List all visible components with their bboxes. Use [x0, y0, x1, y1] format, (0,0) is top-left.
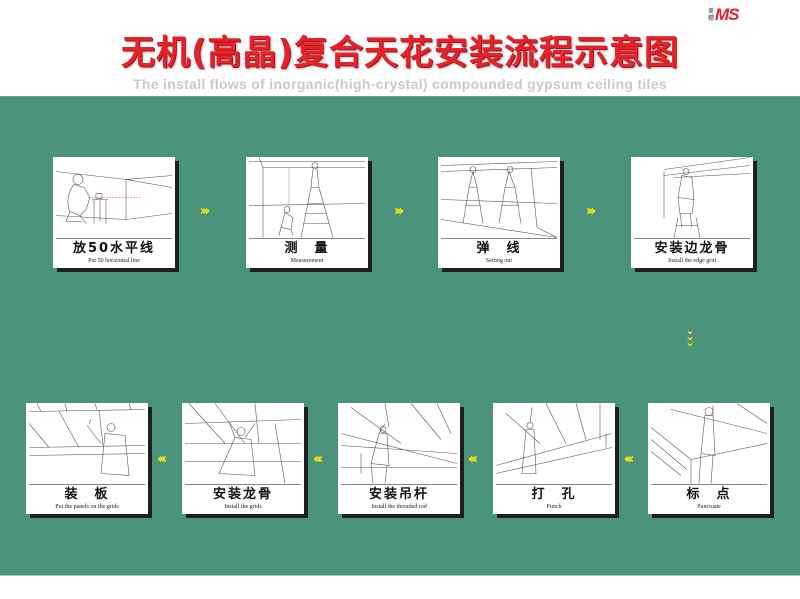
- arrow-left-icon: ‹‹‹: [157, 452, 167, 467]
- page-subtitle: The install flows of inorganic(high-crys…: [133, 76, 667, 92]
- logo-char-1: 美: [708, 8, 715, 15]
- logo-mark: MS: [715, 5, 739, 24]
- step-title-en: Put 50 horizontal line: [88, 258, 140, 264]
- worker-drilling-ceiling-icon: [496, 403, 612, 485]
- step-title-cn: 安装边龙骨: [654, 241, 730, 256]
- workers-chalk-line-ladders-icon: [441, 157, 557, 239]
- step-title-en: Install the threaded rod: [371, 504, 427, 510]
- arrow-left-icon: ‹‹‹: [313, 452, 323, 467]
- step-title-en: Setting out: [485, 258, 513, 264]
- worker-installing-grid-icon: [185, 403, 301, 485]
- arrow-down-chevron-2: ⌄: [685, 330, 695, 343]
- logo-char-2: 穗: [708, 15, 715, 22]
- brand-logo: 美 穗 MS: [708, 6, 739, 24]
- step-title-cn: 放50水平线: [72, 241, 156, 256]
- arrow-down-icon: ⌄ ⌄ ⌄: [683, 324, 697, 349]
- step-title-cn: 安装龙骨: [212, 487, 273, 502]
- workers-measuring-ladder-icon: [249, 157, 365, 239]
- arrow-right-icon: ›››: [586, 204, 596, 219]
- step-card-9: 装 板 Put the panels on the grids: [26, 403, 148, 514]
- arrow-left-icon: ‹‹‹: [624, 452, 634, 467]
- arrow-right-icon: ›››: [200, 204, 210, 219]
- arrow-down-chevron-3: ⌄: [685, 336, 695, 349]
- page-title: 无机(高晶)复合天花安装流程示意图: [120, 33, 680, 73]
- arrow-left-icon: ‹‹‹: [468, 452, 478, 467]
- step-card-5: 标 点 Punctuate: [648, 403, 770, 514]
- worker-ladder-edge-grid-icon: [634, 157, 750, 239]
- arrow-right-icon: ›››: [394, 204, 404, 219]
- step-title-en: Punch: [546, 504, 562, 510]
- step-title-cn: 打 孔: [531, 487, 577, 502]
- step-title-cn: 标 点: [686, 487, 732, 502]
- worker-kneeling-laser-level-icon: [56, 157, 172, 239]
- worker-marking-ceiling-icon: [651, 403, 767, 485]
- worker-installing-rod-icon: [341, 403, 457, 485]
- step-title-en: Put the panels on the grids: [55, 504, 119, 510]
- arrow-down-chevron-1: ⌄: [685, 324, 695, 337]
- logo-chinese-text: 美 穗: [708, 8, 714, 22]
- step-card-2: 测 量 Measurement: [246, 157, 368, 268]
- step-title-cn: 安装吊杆: [368, 487, 429, 502]
- step-card-3: 弹 线 Setting out: [438, 157, 560, 268]
- step-title-cn: 弹 线: [476, 241, 522, 256]
- step-title-cn: 测 量: [284, 241, 330, 256]
- step-card-1: 放50水平线 Put 50 horizontal line: [53, 157, 175, 268]
- step-card-8: 安装龙骨 Install the grids: [182, 403, 304, 514]
- step-title-en: Install the grids: [224, 504, 262, 510]
- step-title-en: Measurement: [290, 258, 324, 264]
- step-title-en: Install the edge grid: [668, 258, 716, 264]
- worker-placing-panels-icon: [29, 403, 145, 485]
- step-card-7: 安装吊杆 Install the threaded rod: [338, 403, 460, 514]
- step-title-cn: 装 板: [64, 487, 110, 502]
- step-title-en: Punctuate: [697, 504, 721, 510]
- step-card-6: 打 孔 Punch: [493, 403, 615, 514]
- step-card-4: 安装边龙骨 Install the edge grid: [631, 157, 753, 268]
